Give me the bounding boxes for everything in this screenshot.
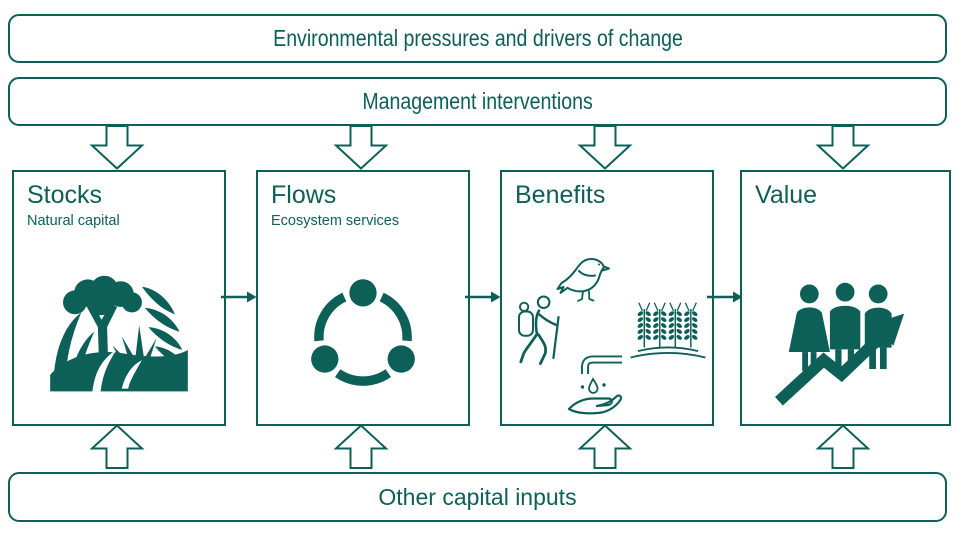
cycle-icon: [311, 279, 415, 386]
right-arrow-icon: [221, 290, 257, 304]
benefits-box: Benefits: [500, 170, 714, 426]
flows-title: Flows: [271, 181, 337, 209]
other-capital-inputs-label: Other capital inputs: [378, 483, 577, 510]
environmental-pressures-label: Environmental pressures and drivers of c…: [272, 25, 683, 51]
environmental-pressures-banner: Environmental pressures and drivers of c…: [8, 14, 947, 63]
vegetation-tree-icon: [50, 275, 188, 392]
bird-icon: [556, 258, 610, 302]
right-arrow-icon: [465, 290, 501, 304]
flows-box: Flows Ecosystem services: [256, 170, 470, 426]
management-interventions-label: Management interventions: [362, 88, 593, 114]
wheat-crops-icon: [630, 301, 706, 359]
right-arrow-icon: [707, 290, 743, 304]
down-arrow-icon: [815, 125, 871, 170]
stocks-subtitle: Natural capital: [27, 212, 120, 229]
benefits-title: Benefits: [515, 181, 606, 209]
stocks-title: Stocks: [27, 181, 103, 209]
up-arrow-icon: [89, 424, 145, 469]
down-arrow-icon: [577, 125, 633, 170]
up-arrow-icon: [815, 424, 871, 469]
up-arrow-icon: [577, 424, 633, 469]
water-tap-hand-icon: [567, 355, 623, 415]
up-arrow-icon: [333, 424, 389, 469]
people-growth-arrow-icon: [775, 282, 905, 406]
value-title: Value: [755, 181, 818, 209]
down-arrow-icon: [333, 125, 389, 170]
other-capital-inputs-banner: Other capital inputs: [8, 472, 947, 522]
hiker-icon: [517, 295, 560, 366]
stocks-box: Stocks Natural capital: [12, 170, 226, 426]
value-box: Value: [740, 170, 951, 426]
down-arrow-icon: [89, 125, 145, 170]
flows-subtitle: Ecosystem services: [271, 212, 400, 229]
management-interventions-banner: Management interventions: [8, 77, 947, 126]
